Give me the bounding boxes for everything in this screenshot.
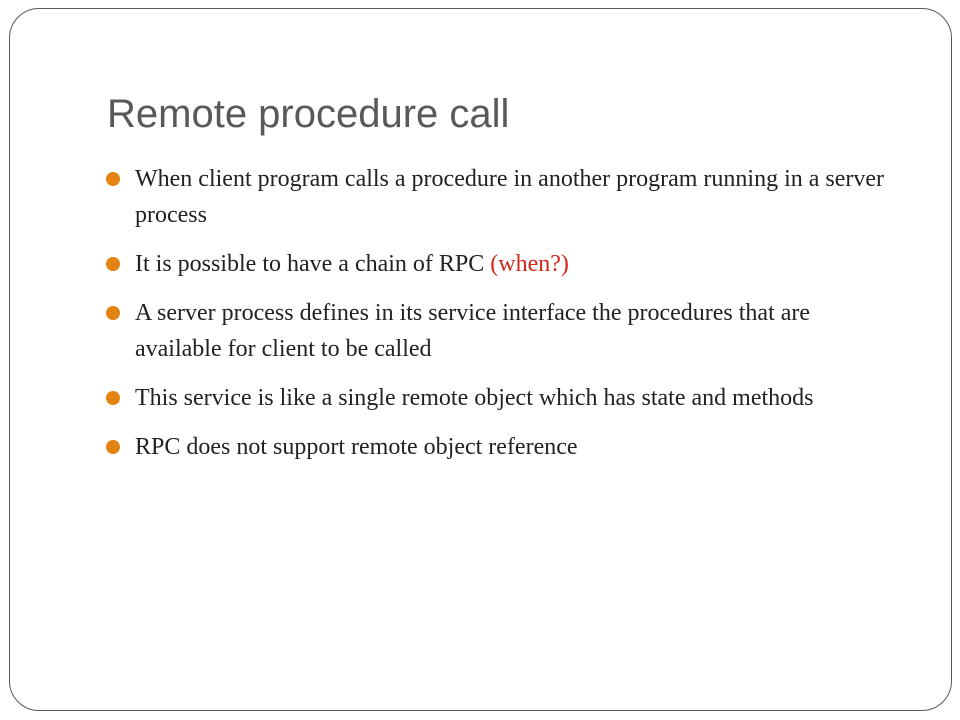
bullet-dot-icon [106,391,120,405]
bullet-dot-icon [106,440,120,454]
bullet-dot-icon [106,257,120,271]
bullet-item: It is possible to have a chain of RPC (w… [106,246,896,282]
bullet-text: A server process defines in its service … [135,300,811,362]
bullet-dot-icon [106,172,120,186]
slide-title: Remote procedure call [107,92,510,136]
bullet-text: When client program calls a procedure in… [135,166,885,228]
bullet-text: This service is like a single remote obj… [135,385,814,411]
bullet-text: It is possible to have a chain of RPC [135,251,491,277]
bullet-item: When client program calls a procedure in… [106,161,896,233]
bullet-item: This service is like a single remote obj… [106,380,896,416]
bullet-list: When client program calls a procedure in… [106,161,896,478]
bullet-item: RPC does not support remote object refer… [106,429,896,465]
bullet-dot-icon [106,306,120,320]
bullet-item: A server process defines in its service … [106,295,896,367]
slide-frame [9,8,952,711]
bullet-text: RPC does not support remote object refer… [135,434,578,460]
bullet-accent-text: (when?) [490,251,569,277]
